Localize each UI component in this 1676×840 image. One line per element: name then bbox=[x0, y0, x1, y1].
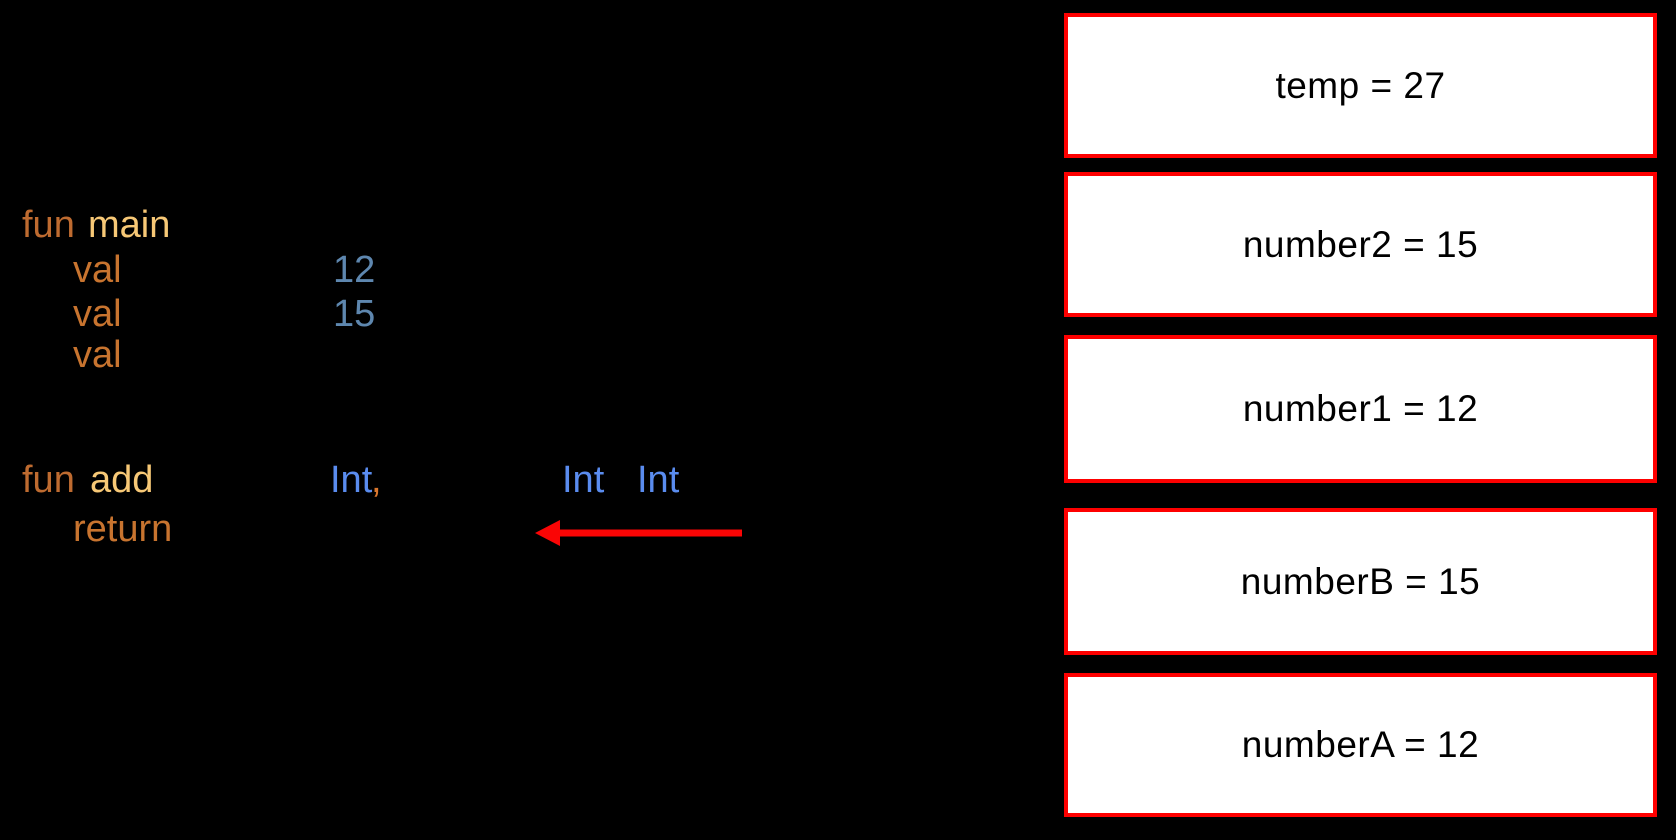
code-keyword-val-2: val bbox=[73, 293, 122, 335]
code-keyword-val-3: val bbox=[73, 334, 122, 376]
memory-box-numberA: numberA = 12 bbox=[1064, 673, 1657, 817]
memory-box-label: numberB = 15 bbox=[1240, 560, 1481, 602]
code-type-int-param2: Int bbox=[562, 459, 605, 501]
code-keyword-fun-add: fun bbox=[22, 459, 75, 501]
memory-box-temp: temp = 27 bbox=[1064, 13, 1657, 158]
return-arrow bbox=[533, 514, 745, 552]
memory-box-number2: number2 = 15 bbox=[1064, 172, 1657, 317]
code-keyword-return: return bbox=[73, 508, 173, 550]
memory-box-numberB: numberB = 15 bbox=[1064, 508, 1657, 655]
code-comma: , bbox=[371, 459, 382, 501]
code-keyword-val-1: val bbox=[73, 249, 122, 291]
left-arrow-icon bbox=[535, 520, 742, 546]
code-function-name-main: main bbox=[88, 204, 171, 246]
memory-box-label: number2 = 15 bbox=[1242, 223, 1479, 265]
memory-box-label: numberA = 12 bbox=[1241, 724, 1480, 765]
code-function-name-add: add bbox=[90, 459, 154, 501]
code-type-int-param1: Int bbox=[330, 459, 373, 501]
memory-box-number1: number1 = 12 bbox=[1064, 335, 1657, 483]
code-type-int-return: Int bbox=[637, 459, 680, 501]
code-literal-15: 15 bbox=[333, 293, 376, 335]
memory-box-label: number1 = 12 bbox=[1242, 388, 1479, 429]
code-keyword-fun-main: fun bbox=[22, 204, 75, 246]
code-literal-12: 12 bbox=[333, 249, 376, 291]
memory-box-label: temp = 27 bbox=[1275, 64, 1446, 106]
